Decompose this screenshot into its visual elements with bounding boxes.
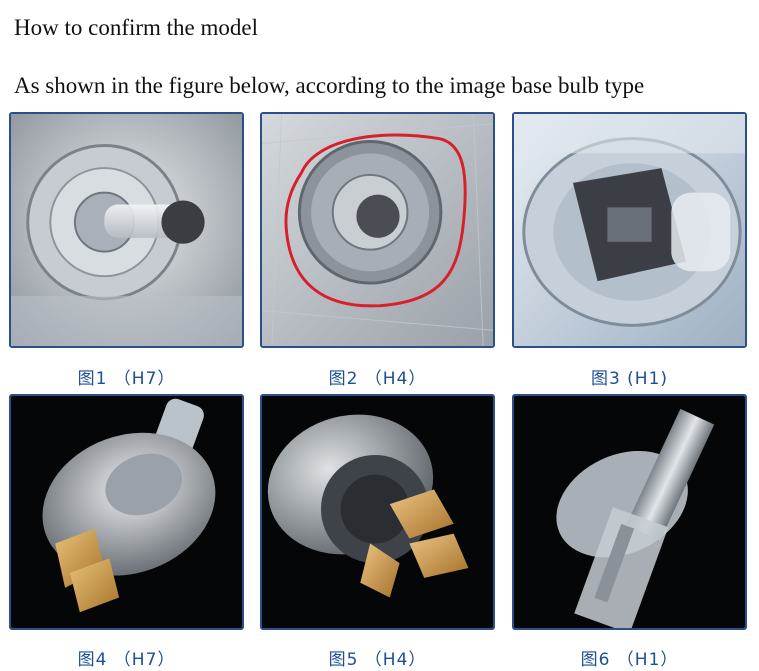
figure-3-caption: 图3 (H1) <box>590 369 669 389</box>
figure-6-image <box>512 394 747 630</box>
figure-2-caption: 图2 （H4） <box>328 369 427 389</box>
figure-3-image <box>512 112 747 348</box>
figure-6-caption: 图6 （H1） <box>580 650 679 670</box>
intro-text: As shown in the figure below, according … <box>14 73 645 98</box>
page-heading: How to confirm the model <box>14 15 259 40</box>
figure-1-caption: 图1 （H7） <box>77 369 176 389</box>
figure-5-caption: 图5 （H4） <box>328 650 427 670</box>
figure-2-image <box>260 112 495 348</box>
figure-1-image <box>9 112 244 348</box>
figure-4-image <box>9 394 244 630</box>
figure-4-caption: 图4 （H7） <box>77 650 176 670</box>
figure-5-image <box>260 394 495 630</box>
